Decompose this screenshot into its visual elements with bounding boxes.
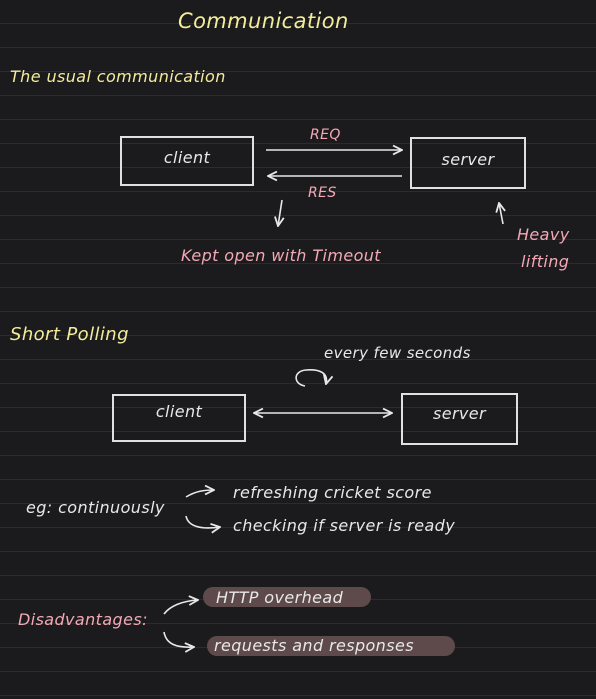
kept-open-arrow bbox=[278, 199, 282, 226]
eg-label: eg: continuously bbox=[26, 498, 165, 517]
every-few-seconds-label: every few seconds bbox=[324, 344, 471, 362]
heavy-label: Heavy bbox=[517, 225, 570, 244]
polling-server-label: server bbox=[432, 404, 487, 423]
disadv-highlight-1 bbox=[203, 587, 371, 607]
example-item-2: checking if server is ready bbox=[233, 516, 456, 535]
polling-server-box: server bbox=[401, 393, 518, 445]
page-title: Communication bbox=[178, 9, 349, 33]
usual-client-box: client bbox=[120, 136, 254, 186]
disadv-branch-down bbox=[163, 631, 194, 647]
usual-client-label: client bbox=[163, 148, 211, 167]
kept-open-label: Kept open with Timeout bbox=[181, 246, 381, 265]
example-branch-up bbox=[185, 490, 214, 498]
example-branch-down bbox=[185, 515, 220, 528]
disadv-highlight-2 bbox=[207, 636, 455, 656]
disadv-item-1: HTTP overhead bbox=[216, 588, 344, 607]
polling-client-label: client bbox=[155, 402, 203, 421]
polling-client-box: client bbox=[112, 394, 246, 442]
polling-heading: Short Polling bbox=[10, 324, 129, 345]
req-label: REQ bbox=[310, 127, 341, 143]
disadv-branch-up bbox=[163, 600, 198, 615]
res-label: RES bbox=[308, 185, 337, 201]
lifting-label: lifting bbox=[521, 252, 570, 271]
usual-server-box: server bbox=[410, 137, 526, 189]
disadvantages-label: Disadvantages: bbox=[18, 610, 148, 629]
usual-server-label: server bbox=[441, 150, 495, 169]
usual-heading: The usual communication bbox=[10, 67, 226, 86]
disadv-item-2: requests and responses bbox=[214, 636, 414, 655]
loop-icon bbox=[295, 369, 326, 387]
example-item-1: refreshing cricket score bbox=[233, 483, 432, 502]
heavy-arrow bbox=[499, 203, 503, 225]
